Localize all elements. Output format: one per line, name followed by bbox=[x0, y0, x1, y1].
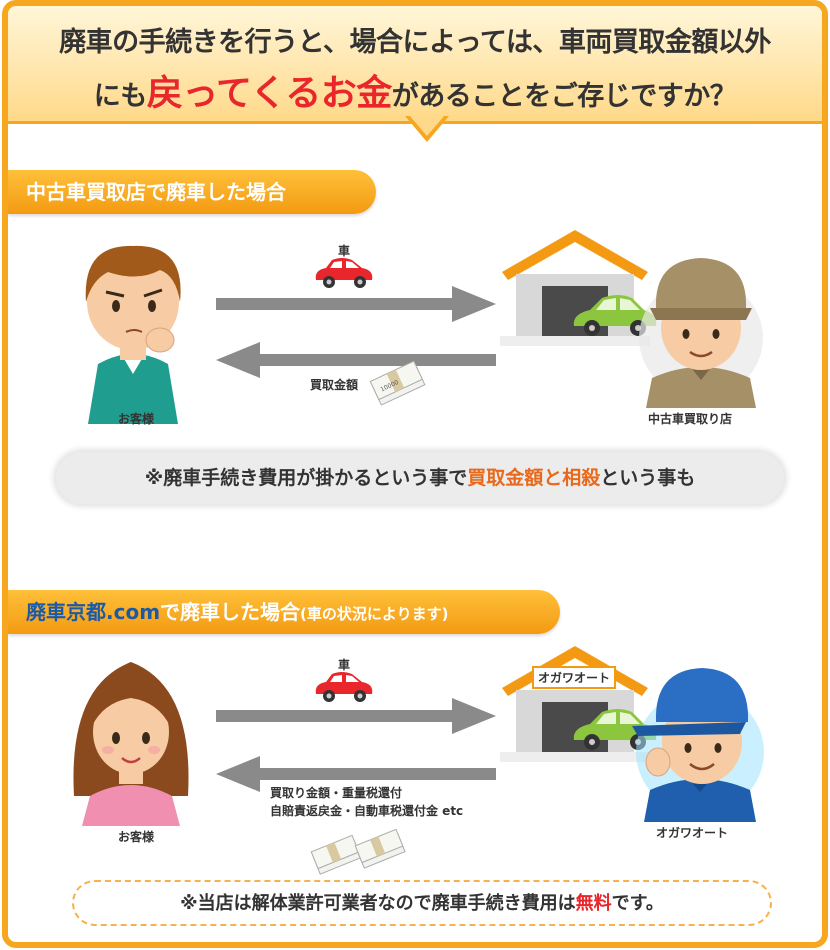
customer-female-icon bbox=[73, 662, 189, 826]
red-car-icon-2 bbox=[315, 672, 373, 702]
section2-money-label-1: 買取り金額・重量税還付 bbox=[270, 786, 403, 800]
section1-note: ※廃車手続き費用が掛かるという事で買取金額と相殺という事も bbox=[56, 452, 784, 504]
header-line-1: 廃車の手続きを行うと、場合によっては、車両買取金額以外 bbox=[59, 27, 771, 58]
section2-title-brand: 廃車京都.com bbox=[26, 600, 161, 624]
section2-note-post: です。 bbox=[611, 893, 664, 914]
section2-title: 廃車京都.comで廃車した場合(車の状況によります) bbox=[8, 590, 560, 634]
section2-note-emph: 無料 bbox=[575, 893, 612, 914]
section1-note-pre: ※廃車手続き費用が掛かるという事で bbox=[144, 467, 468, 489]
section2-arrow-right bbox=[216, 698, 496, 734]
header-speech-tail-inner bbox=[409, 115, 445, 136]
shop-staff-icon bbox=[639, 258, 763, 408]
garage-sign: オガワオート bbox=[532, 666, 617, 689]
section1-title: 中古車買取店で廃車した場合 bbox=[8, 170, 376, 214]
section2-customer-label: お客様 bbox=[118, 830, 155, 844]
header-line-2-pre: にも bbox=[93, 81, 148, 112]
section1-arrow-right bbox=[216, 286, 496, 322]
section2-note-pre: ※当店は解体業許可業者なので廃車手続き費用は bbox=[180, 893, 576, 914]
section2-money-label-2: 自賠責返戻金・自動車税還付金 etc bbox=[270, 804, 464, 818]
section1-note-post: という事も bbox=[600, 467, 696, 489]
header-banner: 廃車の手続きを行うと、場合によっては、車両買取金額以外 にも戻ってくるお金がある… bbox=[8, 6, 822, 124]
section1-note-emph: 買取金額と相殺 bbox=[467, 467, 601, 489]
header-line-2: にも戻ってくるお金があることをご存じですか？ bbox=[8, 64, 822, 116]
section1-arrow-left bbox=[216, 342, 496, 378]
section1-shop-label: 中古車買取り店 bbox=[648, 412, 733, 426]
garage-icon bbox=[500, 230, 650, 346]
section2-arrow-left bbox=[216, 756, 496, 792]
red-car-icon bbox=[315, 258, 373, 288]
ogawa-staff-icon bbox=[632, 668, 764, 822]
section2-note: ※当店は解体業許可業者なので廃車手続き費用は無料です。 bbox=[72, 880, 772, 926]
money-bundle-icon-2 bbox=[310, 828, 406, 875]
header-emphasis: 戻ってくるお金 bbox=[146, 73, 392, 114]
section2-title-main: で廃車した場合 bbox=[160, 600, 301, 624]
section1-car-label: 車 bbox=[338, 244, 351, 258]
money-bundle-icon: 10000 bbox=[369, 360, 426, 406]
section2-car-label: 車 bbox=[338, 658, 351, 672]
section1-customer-label: お客様 bbox=[118, 412, 155, 426]
section2-shop-label: オガワオート bbox=[656, 826, 729, 840]
header-line-2-post: があることをご存じですか？ bbox=[391, 81, 737, 112]
section1-money-label: 買取金額 bbox=[310, 378, 359, 392]
green-car-icon-2 bbox=[573, 709, 657, 750]
customer-male-icon bbox=[85, 245, 181, 424]
section2-title-small: (車の状況によります) bbox=[300, 605, 449, 623]
